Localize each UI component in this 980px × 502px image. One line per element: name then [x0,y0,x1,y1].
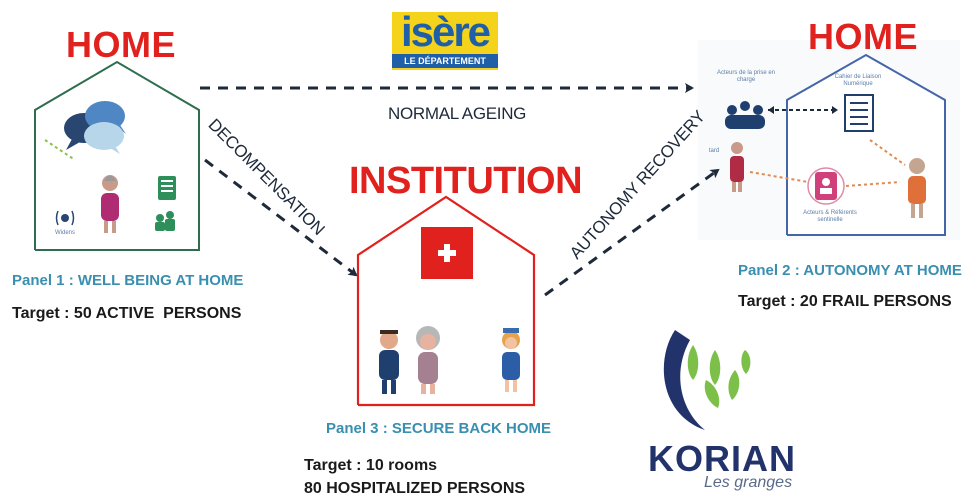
institution-title: INSTITUTION [349,160,583,202]
group-icon [155,211,175,231]
korian-logo [663,330,751,430]
left-home-title: HOME [66,24,176,65]
acteurs-prise-label: Acteurs de la prise en charge [716,70,776,83]
nurse-icon [502,328,520,392]
isere-logo-word: isère [400,8,491,55]
dash-link [44,139,76,161]
group-people-icon [725,101,765,129]
wireless-sensor-icon [55,210,75,226]
elderly-person-icon [908,158,926,218]
panel3-label: Panel 3 : SECURE BACK HOME [326,420,552,437]
panel2-target: Target : 20 FRAIL PERSONS [738,293,952,310]
elderly-man-icon [379,330,399,394]
right-home-title: HOME [808,16,918,57]
patient-icon [730,142,744,192]
cahier-liaison-label: Cahier de Liaison Numérique [834,74,882,87]
acteurs-referents-label: Acteurs & Référents sentinelle [803,210,857,223]
decompensation-arrow [204,158,358,277]
elderly-woman-glasses-icon [416,326,440,394]
tablet-icon [807,167,845,205]
korian-logo-sub: Les granges [704,474,793,491]
normal-ageing-label: NORMAL AGEING [388,104,527,123]
dash-link [869,139,906,166]
elderly-woman-icon [101,175,119,233]
korian-logo-word: KORIAN [648,438,796,479]
isere-logo-sub: LE DÉPARTEMENT [404,56,486,66]
patient-label: tard [708,148,720,154]
left-home-house [34,60,200,251]
panel3-target-line2: 80 HOSPITALIZED PERSONS [304,480,526,497]
institution-house [356,195,536,407]
panel1-label: Panel 1 : WELL BEING AT HOME [12,272,244,289]
isere-logo [392,12,498,70]
panel2-label: Panel 2 : AUTONOMY AT HOME [738,262,962,279]
panel3-target-line1: Target : 10 rooms [304,457,438,474]
speech-bubbles-icon [64,101,126,154]
panel1-target: Target : 50 ACTIVE PERSONS [12,305,242,322]
notebook-icon [844,94,874,132]
dash-link [749,171,809,183]
right-home-house [698,40,960,240]
wideo-label: Widens [54,230,75,236]
phone-book-icon [158,176,176,200]
